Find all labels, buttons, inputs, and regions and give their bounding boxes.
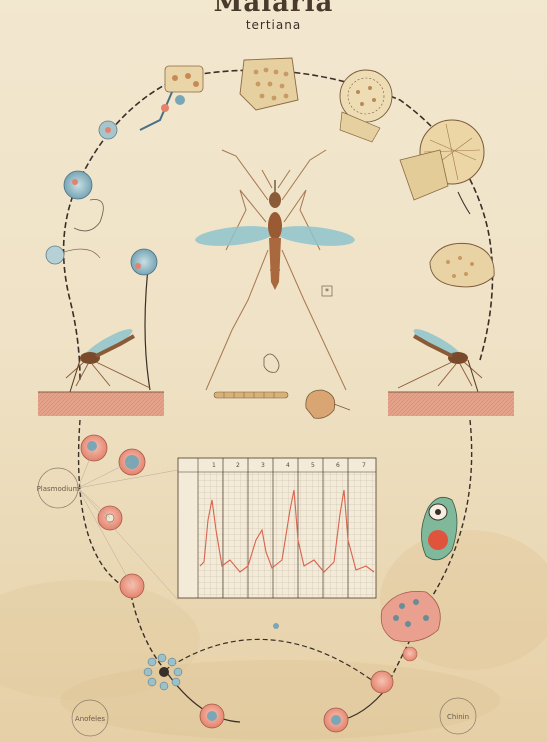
egg-icon [264,354,279,372]
larva-icon [214,392,288,398]
biting-mosquito-right [398,325,482,392]
svg-text:*: * [325,287,329,296]
temperature-chart-icon [178,458,376,598]
day-label-4: 4 [286,462,290,469]
gametocyte-left-upper [46,121,157,275]
day-label-6: 6 [336,462,340,469]
day-label-7: 7 [362,462,366,469]
oocyst-icon [400,120,484,214]
day-label-1: 1 [212,462,216,469]
day-label-2: 2 [236,462,240,469]
mosquito-icon [194,150,355,390]
schizont-cluster [340,70,392,142]
scale-marker: * [322,286,332,296]
pupa-icon [306,390,350,418]
blood-cell-icon [81,435,145,598]
day-label-3: 3 [261,462,265,469]
skin-sample-left [38,392,164,416]
stomach-oocyst [430,243,494,287]
liver-cell-cluster [240,58,298,110]
day-label-5: 5 [311,462,315,469]
chinin-label: Chinin [447,713,469,721]
erythrocyte-right-stage [421,497,457,560]
plasmodium-label: Plasmodium [37,485,80,493]
skin-sample-right [388,392,514,416]
sporozoite-cluster-top-left [140,66,203,130]
anofeles-label: Anofeles [75,715,106,723]
